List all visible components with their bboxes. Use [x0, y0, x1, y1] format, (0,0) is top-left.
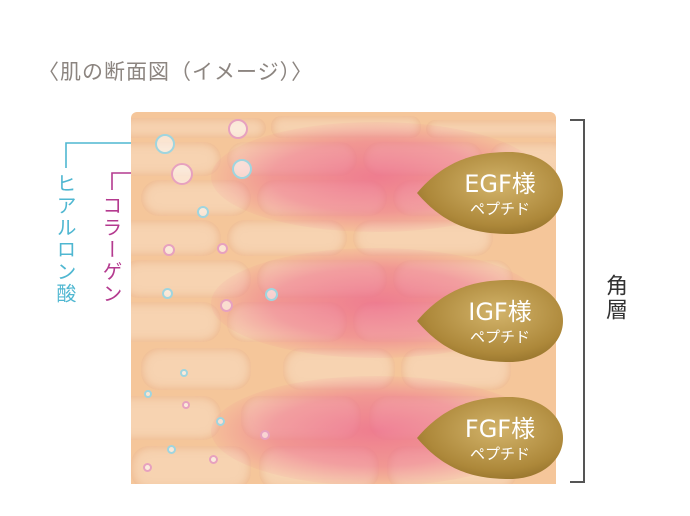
hyaluronic-acid-label: ヒアルロン酸 [53, 173, 77, 305]
collagen-bubble [228, 119, 248, 139]
badge-subtitle: ペプチド [469, 445, 530, 463]
hyaluronic-bubble [167, 445, 176, 454]
hyaluronic-bubble [197, 206, 209, 218]
collagen-bubble [182, 401, 190, 409]
collagen-bubble [171, 163, 193, 185]
stratum-bracket [570, 119, 585, 483]
stratum-corneum-label: 角層 [602, 274, 627, 322]
hyaluronic-bubble [155, 134, 175, 154]
collagen-label: コラーゲン [99, 195, 123, 305]
skin-cell [131, 396, 221, 440]
hyaluronic-bubble [265, 288, 278, 301]
badge-subtitle: ペプチド [469, 328, 530, 346]
hyaluronic-bubble [144, 390, 152, 398]
diagram-title: 〈肌の断面図（イメージ）〉 [38, 60, 314, 84]
teardrop-badge-shape [417, 152, 563, 234]
badge-name: EGF様 [464, 170, 536, 198]
igf-peptide-badge: IGF様 ペプチド [415, 278, 565, 364]
egf-peptide-badge: EGF様 ペプチド [415, 150, 565, 236]
badge-name: FGF様 [464, 415, 536, 443]
collagen-bubble [163, 244, 175, 256]
teardrop-badge-shape [417, 397, 563, 479]
collagen-bubble [220, 299, 233, 312]
hyaluronic-bubble [216, 417, 225, 426]
badge-name: IGF様 [468, 298, 532, 326]
hyaluronic-bubble [232, 159, 252, 179]
skin-cell [141, 348, 251, 390]
hyaluronic-bubble [180, 369, 188, 377]
collagen-bubble [217, 243, 228, 254]
collagen-bubble [209, 455, 218, 464]
hyaluronic-bubble [162, 288, 173, 299]
teardrop-badge-shape [417, 280, 563, 362]
collagen-bubble [143, 463, 152, 472]
fgf-peptide-badge: FGF様 ペプチド [415, 395, 565, 481]
badge-subtitle: ペプチド [469, 200, 530, 218]
skin-cell [131, 302, 221, 342]
collagen-bubble [260, 430, 270, 440]
skin-cell [131, 220, 221, 256]
